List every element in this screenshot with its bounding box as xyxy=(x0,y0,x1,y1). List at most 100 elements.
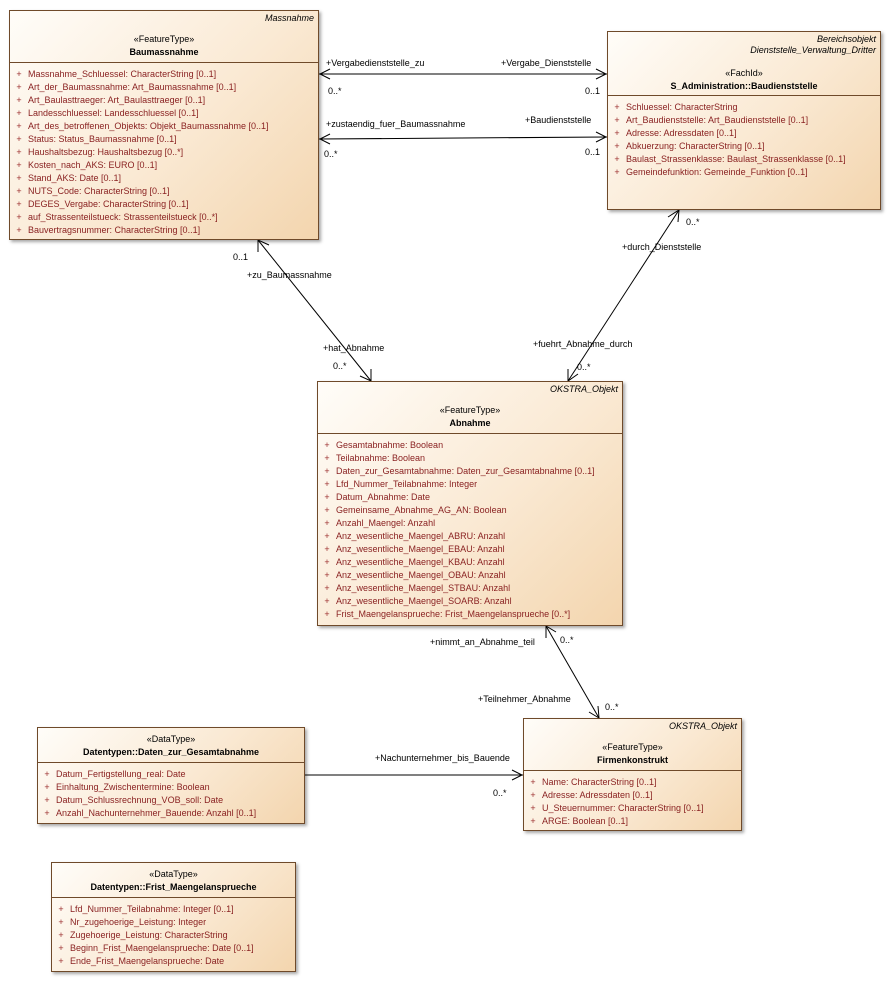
mult-vergabe-left: 0..* xyxy=(328,86,342,96)
role-vergabe-dienststelle: +Vergabe_Dienststelle xyxy=(501,58,592,68)
attribute-text: Schluessel: CharacterString xyxy=(626,102,738,112)
attribute-row[interactable]: +Anz_wesentliche_Maengel_ABRU: Anzahl xyxy=(318,530,622,543)
visibility-marker: + xyxy=(16,134,22,144)
attribute-row[interactable]: +Art_Baulasttraeger: Art_Baulasttraeger … xyxy=(10,94,318,107)
attribute-row[interactable]: +Bauvertragsnummer: CharacterString [0..… xyxy=(10,224,318,237)
association-zustaendig-line[interactable] xyxy=(318,136,608,140)
visibility-marker: + xyxy=(324,479,330,489)
mult-fuehrt-abnahme-durch: 0..* xyxy=(577,362,591,372)
class-baumassnahme[interactable]: Massnahme «FeatureType» Baumassnahme +Ma… xyxy=(9,10,319,240)
attribute-text: Art_der_Baumassnahme: Art_Baumassnahme [… xyxy=(28,82,237,92)
association-baumassnahme-abnahme-line[interactable] xyxy=(257,239,372,382)
attribute-row[interactable]: +Daten_zur_Gesamtabnahme: Daten_zur_Gesa… xyxy=(318,465,622,478)
attribute-list: +Lfd_Nummer_Teilabnahme: Integer [0..1] … xyxy=(52,898,295,968)
class-daten-zur-gesamtabnahme[interactable]: «DataType» Datentypen::Daten_zur_Gesamta… xyxy=(37,727,305,824)
visibility-marker: + xyxy=(324,518,330,528)
visibility-marker: + xyxy=(324,583,330,593)
role-baudienststelle: +Baudienststelle xyxy=(525,115,592,125)
attribute-row[interactable]: +Name: CharacterString [0..1] xyxy=(524,776,741,789)
attribute-row[interactable]: +Art_Baudienststelle: Art_Baudienststell… xyxy=(608,114,880,127)
attribute-row[interactable]: +Stand_AKS: Date [0..1] xyxy=(10,172,318,185)
mult-nachunternehmer: 0..* xyxy=(493,788,507,798)
visibility-marker: + xyxy=(16,147,22,157)
attribute-text: Anz_wesentliche_Maengel_SOARB: Anzahl xyxy=(336,596,512,606)
attribute-row[interactable]: +Kosten_nach_AKS: EURO [0..1] xyxy=(10,159,318,172)
attribute-row[interactable]: +Datum_Schlussrechnung_VOB_soll: Date xyxy=(38,794,304,807)
attribute-row[interactable]: +Anzahl_Nachunternehmer_Bauende: Anzahl … xyxy=(38,807,304,820)
visibility-marker: + xyxy=(324,557,330,567)
attribute-row[interactable]: +Anz_wesentliche_Maengel_EBAU: Anzahl xyxy=(318,543,622,556)
attribute-row[interactable]: +Lfd_Nummer_Teilabnahme: Integer [0..1] xyxy=(52,903,295,916)
attribute-row[interactable]: +Abkuerzung: CharacterString [0..1] xyxy=(608,140,880,153)
attribute-row[interactable]: +Zugehoerige_Leistung: CharacterString xyxy=(52,929,295,942)
attribute-row[interactable]: +Anzahl_Maengel: Anzahl xyxy=(318,517,622,530)
visibility-marker: + xyxy=(614,102,620,112)
visibility-marker: + xyxy=(530,816,536,826)
attribute-row[interactable]: +NUTS_Code: CharacterString [0..1] xyxy=(10,185,318,198)
attribute-row[interactable]: +Datum_Abnahme: Date xyxy=(318,491,622,504)
attribute-row[interactable]: +Anz_wesentliche_Maengel_STBAU: Anzahl xyxy=(318,582,622,595)
attribute-row[interactable]: +Frist_Maengelansprueche: Frist_Maengela… xyxy=(318,608,622,621)
attribute-row[interactable]: +Gesamtabnahme: Boolean xyxy=(318,439,622,452)
attribute-row[interactable]: +Adresse: Adressdaten [0..1] xyxy=(524,789,741,802)
association-dienststelle-abnahme-line[interactable] xyxy=(567,209,680,382)
attribute-row[interactable]: +Haushaltsbezug: Haushaltsbezug [0..*] xyxy=(10,146,318,159)
class-baudienststelle[interactable]: Bereichsobjekt Dienststelle_Verwaltung_D… xyxy=(607,31,881,210)
attribute-row[interactable]: +Baulast_Strassenklasse: Baulast_Strasse… xyxy=(608,153,880,166)
visibility-marker: + xyxy=(324,505,330,515)
attribute-row[interactable]: +auf_Strassenteilstueck: Strassenteilstu… xyxy=(10,211,318,224)
attribute-row[interactable]: +U_Steuernummer: CharacterString [0..1] xyxy=(524,802,741,815)
attribute-text: Gesamtabnahme: Boolean xyxy=(336,440,444,450)
role-teilnehmer-abnahme: +Teilnehmer_Abnahme xyxy=(478,694,571,704)
visibility-marker: + xyxy=(324,531,330,541)
class-firmenkonstrukt[interactable]: OKSTRA_Objekt «FeatureType» Firmenkonstr… xyxy=(523,718,742,831)
attribute-text: Art_des_betroffenen_Objekts: Objekt_Baum… xyxy=(28,121,269,131)
visibility-marker: + xyxy=(16,186,22,196)
attribute-row[interactable]: +Status: Status_Baumassnahme [0..1] xyxy=(10,133,318,146)
stereotype-label: «FeatureType» xyxy=(133,34,195,44)
visibility-marker: + xyxy=(16,225,22,235)
attribute-row[interactable]: +DEGES_Vergabe: CharacterString [0..1] xyxy=(10,198,318,211)
attribute-row[interactable]: +Anz_wesentliche_Maengel_OBAU: Anzahl xyxy=(318,569,622,582)
stereotype-label: «DataType» xyxy=(146,734,196,744)
mult-teilnehmer-abnahme: 0..* xyxy=(605,702,619,712)
attribute-row[interactable]: +Einhaltung_Zwischentermine: Boolean xyxy=(38,781,304,794)
attribute-row[interactable]: +Gemeinsame_Abnahme_AG_AN: Boolean xyxy=(318,504,622,517)
attribute-list: +Massnahme_Schluessel: CharacterString [… xyxy=(10,63,318,237)
visibility-marker: + xyxy=(58,930,64,940)
attribute-row[interactable]: +Adresse: Adressdaten [0..1] xyxy=(608,127,880,140)
attribute-row[interactable]: +Teilabnahme: Boolean xyxy=(318,452,622,465)
attribute-row[interactable]: + Schluessel: CharacterString xyxy=(608,101,880,114)
class-name: Datentypen::Frist_Maengelansprueche xyxy=(90,882,257,892)
visibility-marker: + xyxy=(324,596,330,606)
attribute-row[interactable]: +Datum_Fertigstellung_real: Date xyxy=(38,768,304,781)
attribute-row[interactable]: +Gemeindefunktion: Gemeinde_Funktion [0.… xyxy=(608,166,880,179)
class-header: Massnahme «FeatureType» Baumassnahme xyxy=(10,11,318,63)
attribute-row[interactable]: + Anz_wesentliche_Maengel_SOARB: Anzahl xyxy=(318,595,622,608)
visibility-marker: + xyxy=(58,943,64,953)
attribute-row[interactable]: +Anz_wesentliche_Maengel_KBAU: Anzahl xyxy=(318,556,622,569)
attribute-row[interactable]: +ARGE: Boolean [0..1] xyxy=(524,815,741,828)
attribute-text: Datum_Abnahme: Date xyxy=(336,492,431,502)
class-frist-maengelansprueche[interactable]: «DataType» Datentypen::Frist_Maengelansp… xyxy=(51,862,296,972)
package-label: OKSTRA_Objekt xyxy=(668,721,737,731)
attribute-text: Datum_Fertigstellung_real: Date xyxy=(56,769,186,779)
visibility-marker: + xyxy=(614,154,620,164)
visibility-marker: + xyxy=(530,790,536,800)
attribute-row[interactable]: +Art_des_betroffenen_Objekts: Objekt_Bau… xyxy=(10,120,318,133)
arrowhead-right-vergabe xyxy=(595,68,608,80)
arrowhead-left-zustaendig xyxy=(318,133,331,145)
attribute-row[interactable]: +Nr_zugehoerige_Leistung: Integer xyxy=(52,916,295,929)
attribute-row[interactable]: +Art_der_Baumassnahme: Art_Baumassnahme … xyxy=(10,81,318,94)
association-abnahme-firma-line[interactable] xyxy=(545,625,600,719)
attribute-row[interactable]: +Ende_Frist_Maengelansprueche: Date xyxy=(52,955,295,968)
visibility-marker: + xyxy=(614,128,620,138)
class-header: «DataType» Datentypen::Frist_Maengelansp… xyxy=(52,863,295,898)
package-line-2: Dienststelle_Verwaltung_Dritter xyxy=(750,45,876,55)
stereotype-label: «FachId» xyxy=(725,68,763,78)
attribute-row[interactable]: +Beginn_Frist_Maengelansprueche: Date [0… xyxy=(52,942,295,955)
attribute-row[interactable]: +Lfd_Nummer_Teilabnahme: Integer xyxy=(318,478,622,491)
class-abnahme[interactable]: OKSTRA_Objekt «FeatureType» Abnahme +Ges… xyxy=(317,381,623,626)
attribute-row[interactable]: +Landesschluessel: Landesschluessel [0..… xyxy=(10,107,318,120)
attribute-row[interactable]: +Massnahme_Schluessel: CharacterString [… xyxy=(10,68,318,81)
